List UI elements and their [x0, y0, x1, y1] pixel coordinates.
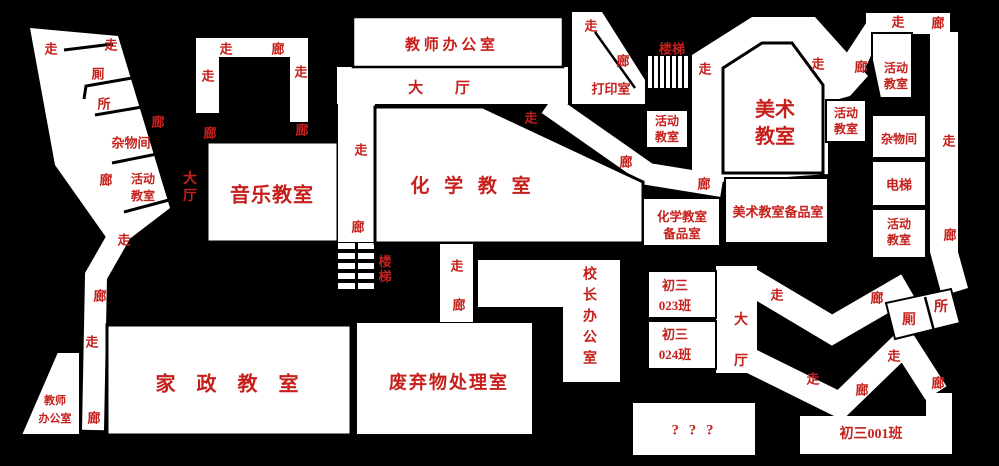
room-art — [721, 41, 825, 175]
print-room-wall — [593, 31, 637, 89]
room-chem-prep — [642, 197, 721, 247]
room-home-economics — [105, 323, 353, 437]
corridor-music-chem — [338, 104, 375, 242]
corridor-band-ne — [866, 13, 950, 34]
corridor-zigzag-lower — [745, 323, 947, 421]
corridor-u-music — [196, 38, 308, 122]
block-nw-toilet-storage — [30, 28, 170, 250]
room-activity-se — [871, 208, 927, 259]
hall-top — [337, 67, 568, 104]
room-waste-disposal — [357, 323, 532, 434]
room-class-023 — [647, 270, 717, 319]
room-teacher-office-n — [351, 15, 565, 69]
corridor-zigzag-upper — [741, 268, 915, 346]
corridor-west — [82, 228, 130, 431]
corridor-center — [440, 244, 473, 322]
room-activity-ne — [871, 32, 913, 99]
stairs-mid — [338, 243, 374, 289]
room-unknown — [633, 403, 755, 455]
stairs-north — [648, 56, 688, 88]
corridor-se-connector — [926, 393, 952, 416]
room-class-001 — [800, 416, 952, 454]
room-toilet-se — [884, 287, 962, 341]
room-principal-office — [478, 260, 620, 382]
corridor-east — [930, 32, 968, 296]
room-activity-west — [645, 109, 689, 149]
room-teacher-office-sw — [19, 351, 81, 436]
room-storage-east — [871, 114, 927, 159]
room-print-area — [572, 12, 645, 104]
block-nw-walls — [63, 42, 170, 214]
room-music — [205, 140, 340, 244]
room-art-prep — [724, 177, 829, 244]
toilet-se-wall — [923, 296, 936, 332]
room-class-024 — [647, 320, 717, 370]
room-activity-east — [825, 99, 867, 143]
room-elevator — [871, 160, 927, 207]
